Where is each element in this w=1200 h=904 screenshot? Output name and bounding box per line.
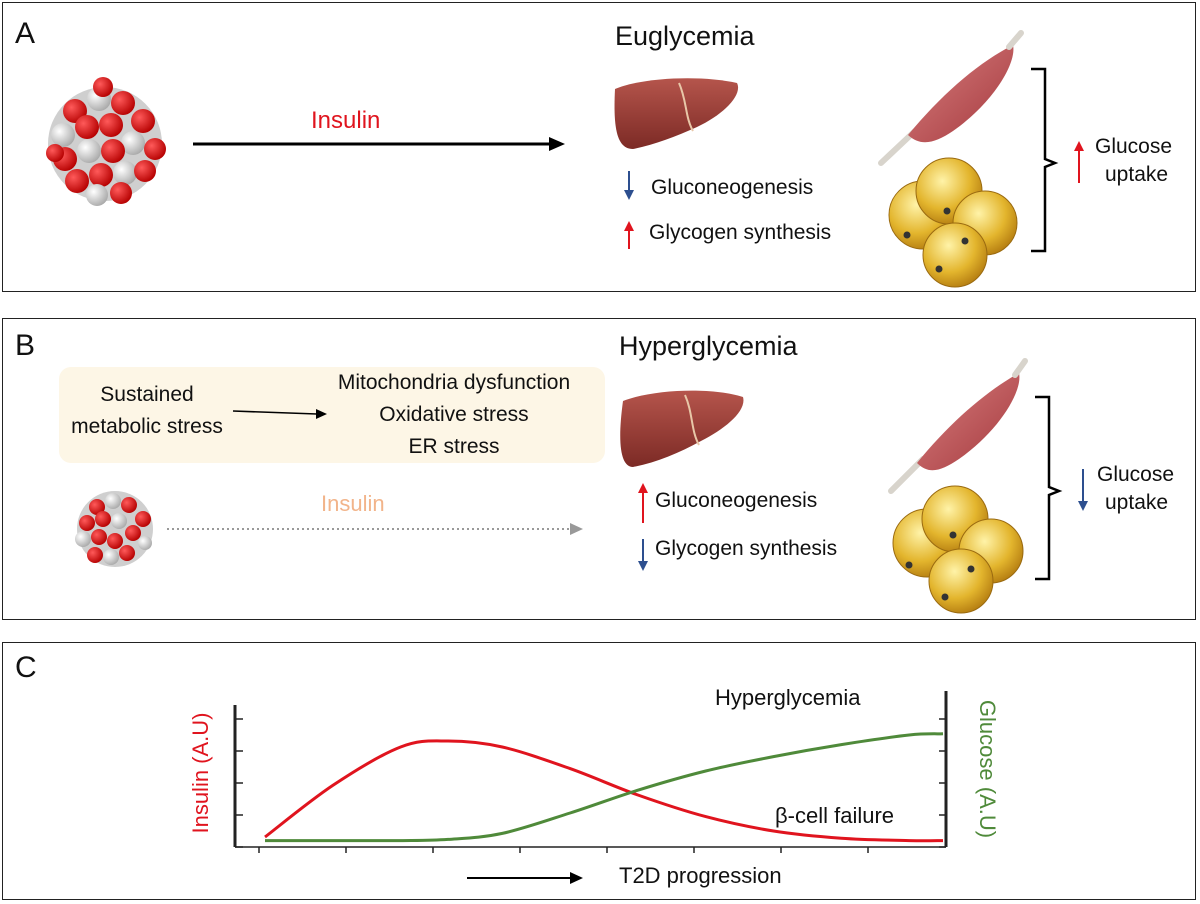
panel-c: C Insulin (A.U) Glucose (A.U) Hyperglyce… xyxy=(2,642,1196,900)
progression-chart xyxy=(233,691,948,884)
insulin-arrow-dotted xyxy=(167,523,583,535)
stress-box xyxy=(59,367,605,463)
panel-b-title: Hyperglycemia xyxy=(619,331,798,361)
x-axis-label: T2D progression xyxy=(619,863,782,888)
adipocytes-icon xyxy=(888,157,1018,288)
down-arrow-icon xyxy=(624,171,634,200)
progression-arrow xyxy=(467,872,583,884)
panel-b-insulin-label: Insulin xyxy=(321,491,385,516)
liver-icon xyxy=(614,78,739,149)
glucose-uptake-label-line1: Glucose xyxy=(1097,463,1175,486)
liver-effect-gluconeogenesis: Gluconeogenesis xyxy=(655,489,818,512)
liver-icon xyxy=(620,390,744,467)
muscle-icon xyxy=(888,358,1028,494)
down-arrow-icon xyxy=(638,539,648,571)
bracket xyxy=(1035,395,1063,581)
stress-effect-oxidative: Oxidative stress xyxy=(379,403,529,426)
insulin-arrow xyxy=(193,137,565,151)
panel-b: B Hyperglycemia Sustained metabolic stre… xyxy=(2,318,1196,620)
beta-cell-cluster-small-icon xyxy=(75,491,153,567)
panel-c-label: C xyxy=(15,651,37,684)
beta-cell-failure-annotation: β-cell failure xyxy=(775,803,895,828)
stress-effect-er: ER stress xyxy=(408,435,500,458)
axis-ticks xyxy=(235,718,946,853)
hyperglycemia-annotation: Hyperglycemia xyxy=(715,685,861,710)
uptake-down-arrow-icon xyxy=(1078,469,1088,511)
panel-a-title: Euglycemia xyxy=(615,21,755,51)
insulin-series-line xyxy=(264,739,944,843)
muscle-icon xyxy=(878,30,1024,166)
liver-effect-glycogen-synthesis: Glycogen synthesis xyxy=(649,221,832,244)
stress-arrow xyxy=(232,409,327,419)
liver-effect-gluconeogenesis: Gluconeogenesis xyxy=(651,176,814,199)
stress-effect-mitochondria: Mitochondria dysfunction xyxy=(337,371,571,394)
up-arrow-icon xyxy=(638,483,648,523)
panel-a: A Euglycemia Insulin xyxy=(2,2,1196,292)
panel-a-label: A xyxy=(15,17,36,50)
liver-effect-glycogen-synthesis: Glycogen synthesis xyxy=(655,537,838,560)
glucose-series-line xyxy=(265,732,944,843)
panel-b-label: B xyxy=(15,329,36,362)
stress-cause-line1: Sustained xyxy=(100,383,194,406)
stress-cause-line2: metabolic stress xyxy=(71,415,223,438)
uptake-up-arrow-icon xyxy=(1074,141,1084,183)
panel-b-graphics xyxy=(75,358,1088,614)
beta-cell-cluster-icon xyxy=(46,77,166,206)
glucose-uptake-label-line2: uptake xyxy=(1105,491,1169,514)
adipocytes-icon xyxy=(892,485,1024,614)
glucose-uptake-label-line1: Glucose xyxy=(1095,135,1173,158)
up-arrow-icon xyxy=(624,221,634,249)
glucose-uptake-label-line2: uptake xyxy=(1105,163,1169,186)
bracket xyxy=(1031,67,1059,253)
panel-a-insulin-label: Insulin xyxy=(311,107,381,134)
panel-a-graphics xyxy=(46,30,1084,288)
